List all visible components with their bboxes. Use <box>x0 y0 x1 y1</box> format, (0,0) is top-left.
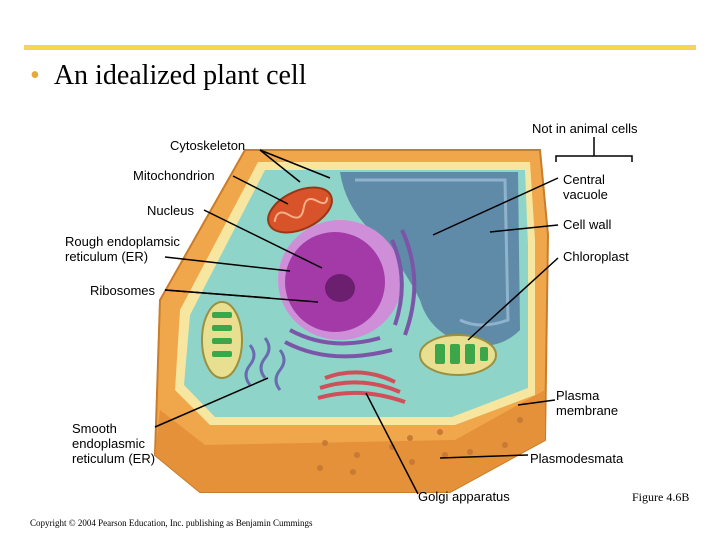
plasmodesmata-dots <box>317 417 523 475</box>
figure-label: Figure 4.6B <box>632 490 690 504</box>
cell-wall-front <box>155 390 545 492</box>
label-cell-wall: Cell wall <box>563 217 612 232</box>
label-smooth-er: Smooth endoplasmic reticulum (ER) <box>72 421 156 466</box>
label-mitochondrion: Mitochondrion <box>133 168 215 183</box>
mitochondrion <box>267 186 333 234</box>
label-plasma-membrane: Plasma membrane <box>556 388 619 418</box>
label-chloroplast: Chloroplast <box>563 249 629 264</box>
label-central-vacuole: Central vacuole <box>563 172 608 202</box>
nucleolus <box>325 274 355 302</box>
title-accent-line <box>24 45 696 50</box>
label-not-in-animal-cells: Not in animal cells <box>532 121 638 136</box>
bullet-icon: • <box>30 60 40 91</box>
slide-title: • An idealized plant cell <box>30 60 306 92</box>
chloroplast-left <box>201 301 243 379</box>
vacuole-highlight <box>355 178 510 327</box>
copyright-notice: Copyright © 2004 Pearson Education, Inc.… <box>30 518 313 528</box>
rough-er <box>284 229 417 359</box>
label-cytoskeleton: Cytoskeleton <box>170 138 246 153</box>
slide-title-text: An idealized plant cell <box>53 60 307 91</box>
label-plasmodesmata: Plasmodesmata <box>530 451 624 466</box>
label-ribosomes: Ribosomes <box>90 283 156 298</box>
not-in-animal-bracket <box>555 155 633 162</box>
golgi-apparatus <box>317 370 406 404</box>
leader-lines <box>154 149 559 495</box>
label-golgi-apparatus: Golgi apparatus <box>418 489 510 504</box>
chloroplast-right <box>419 334 497 376</box>
label-nucleus: Nucleus <box>147 203 194 218</box>
label-rough-er: Rough endoplamsic reticulum (ER) <box>65 234 180 264</box>
smooth-er <box>244 337 286 391</box>
